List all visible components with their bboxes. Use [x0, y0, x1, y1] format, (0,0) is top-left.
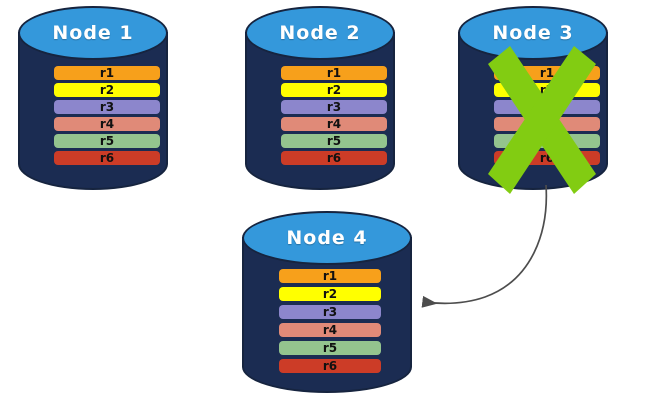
- row-stack: r1 r2 r3 r4 r5 r6: [281, 66, 387, 165]
- data-row[interactable]: r3: [281, 100, 387, 114]
- cylinder-top: Node 3: [458, 6, 608, 60]
- data-row[interactable]: r2: [494, 83, 600, 97]
- row-label: r1: [326, 66, 342, 80]
- row-label: r3: [326, 100, 342, 114]
- data-row[interactable]: r6: [279, 359, 381, 373]
- data-row[interactable]: r3: [494, 100, 600, 114]
- data-row[interactable]: r5: [54, 134, 160, 148]
- node-title: Node 2: [279, 22, 361, 44]
- cylinder-top: Node 4: [242, 211, 412, 265]
- row-label: r1: [99, 66, 115, 80]
- row-label: r6: [99, 151, 115, 165]
- data-row[interactable]: r2: [279, 287, 381, 301]
- data-row[interactable]: r2: [281, 83, 387, 97]
- data-row[interactable]: r5: [279, 341, 381, 355]
- row-label: r3: [539, 100, 555, 114]
- row-label: r5: [539, 134, 555, 148]
- row-label: r4: [326, 117, 342, 131]
- node-2[interactable]: Node 2 r1 r2 r3 r4 r5 r6: [245, 6, 395, 190]
- data-row[interactable]: r4: [494, 117, 600, 131]
- cylinder-top: Node 1: [18, 6, 168, 60]
- data-row[interactable]: r2: [54, 83, 160, 97]
- row-label: r5: [99, 134, 115, 148]
- data-row[interactable]: r4: [281, 117, 387, 131]
- data-row[interactable]: r1: [494, 66, 600, 80]
- row-label: r2: [326, 83, 342, 97]
- row-label: r1: [322, 269, 338, 283]
- row-label: r2: [322, 287, 338, 301]
- data-row[interactable]: r4: [279, 323, 381, 337]
- row-label: r4: [99, 117, 115, 131]
- row-label: r6: [326, 151, 342, 165]
- row-label: r5: [326, 134, 342, 148]
- row-stack: r1 r2 r3 r4 r5 r6: [54, 66, 160, 165]
- row-label: r6: [322, 359, 338, 373]
- data-row[interactable]: r3: [54, 100, 160, 114]
- row-stack: r1 r2 r3 r4 r5 r6: [494, 66, 600, 165]
- data-row[interactable]: r5: [281, 134, 387, 148]
- node-title: Node 3: [492, 22, 574, 44]
- row-label: r4: [322, 323, 338, 337]
- node-title: Node 1: [52, 22, 134, 44]
- node-3[interactable]: Node 3 r1 r2 r3 r4 r5 r6: [458, 6, 608, 194]
- row-label: r2: [539, 83, 555, 97]
- row-label: r5: [322, 341, 338, 355]
- data-row[interactable]: r3: [279, 305, 381, 319]
- row-stack: r1 r2 r3 r4 r5 r6: [279, 269, 381, 373]
- data-row[interactable]: r1: [54, 66, 160, 80]
- data-row[interactable]: r6: [281, 151, 387, 165]
- row-label: r4: [539, 117, 555, 131]
- data-row[interactable]: r1: [279, 269, 381, 283]
- row-label: r1: [539, 66, 555, 80]
- data-row[interactable]: r6: [54, 151, 160, 165]
- cylinder-top: Node 2: [245, 6, 395, 60]
- row-label: r3: [99, 100, 115, 114]
- node-title: Node 4: [286, 227, 368, 249]
- data-row[interactable]: r1: [281, 66, 387, 80]
- data-row[interactable]: r6: [494, 151, 600, 165]
- row-label: r3: [322, 305, 338, 319]
- row-label: r6: [539, 151, 555, 165]
- data-row[interactable]: r4: [54, 117, 160, 131]
- data-row[interactable]: r5: [494, 134, 600, 148]
- node-4[interactable]: Node 4 r1 r2 r3 r4 r5 r6: [242, 211, 412, 393]
- row-label: r2: [99, 83, 115, 97]
- node-1[interactable]: Node 1 r1 r2 r3 r4 r5 r6: [18, 6, 168, 190]
